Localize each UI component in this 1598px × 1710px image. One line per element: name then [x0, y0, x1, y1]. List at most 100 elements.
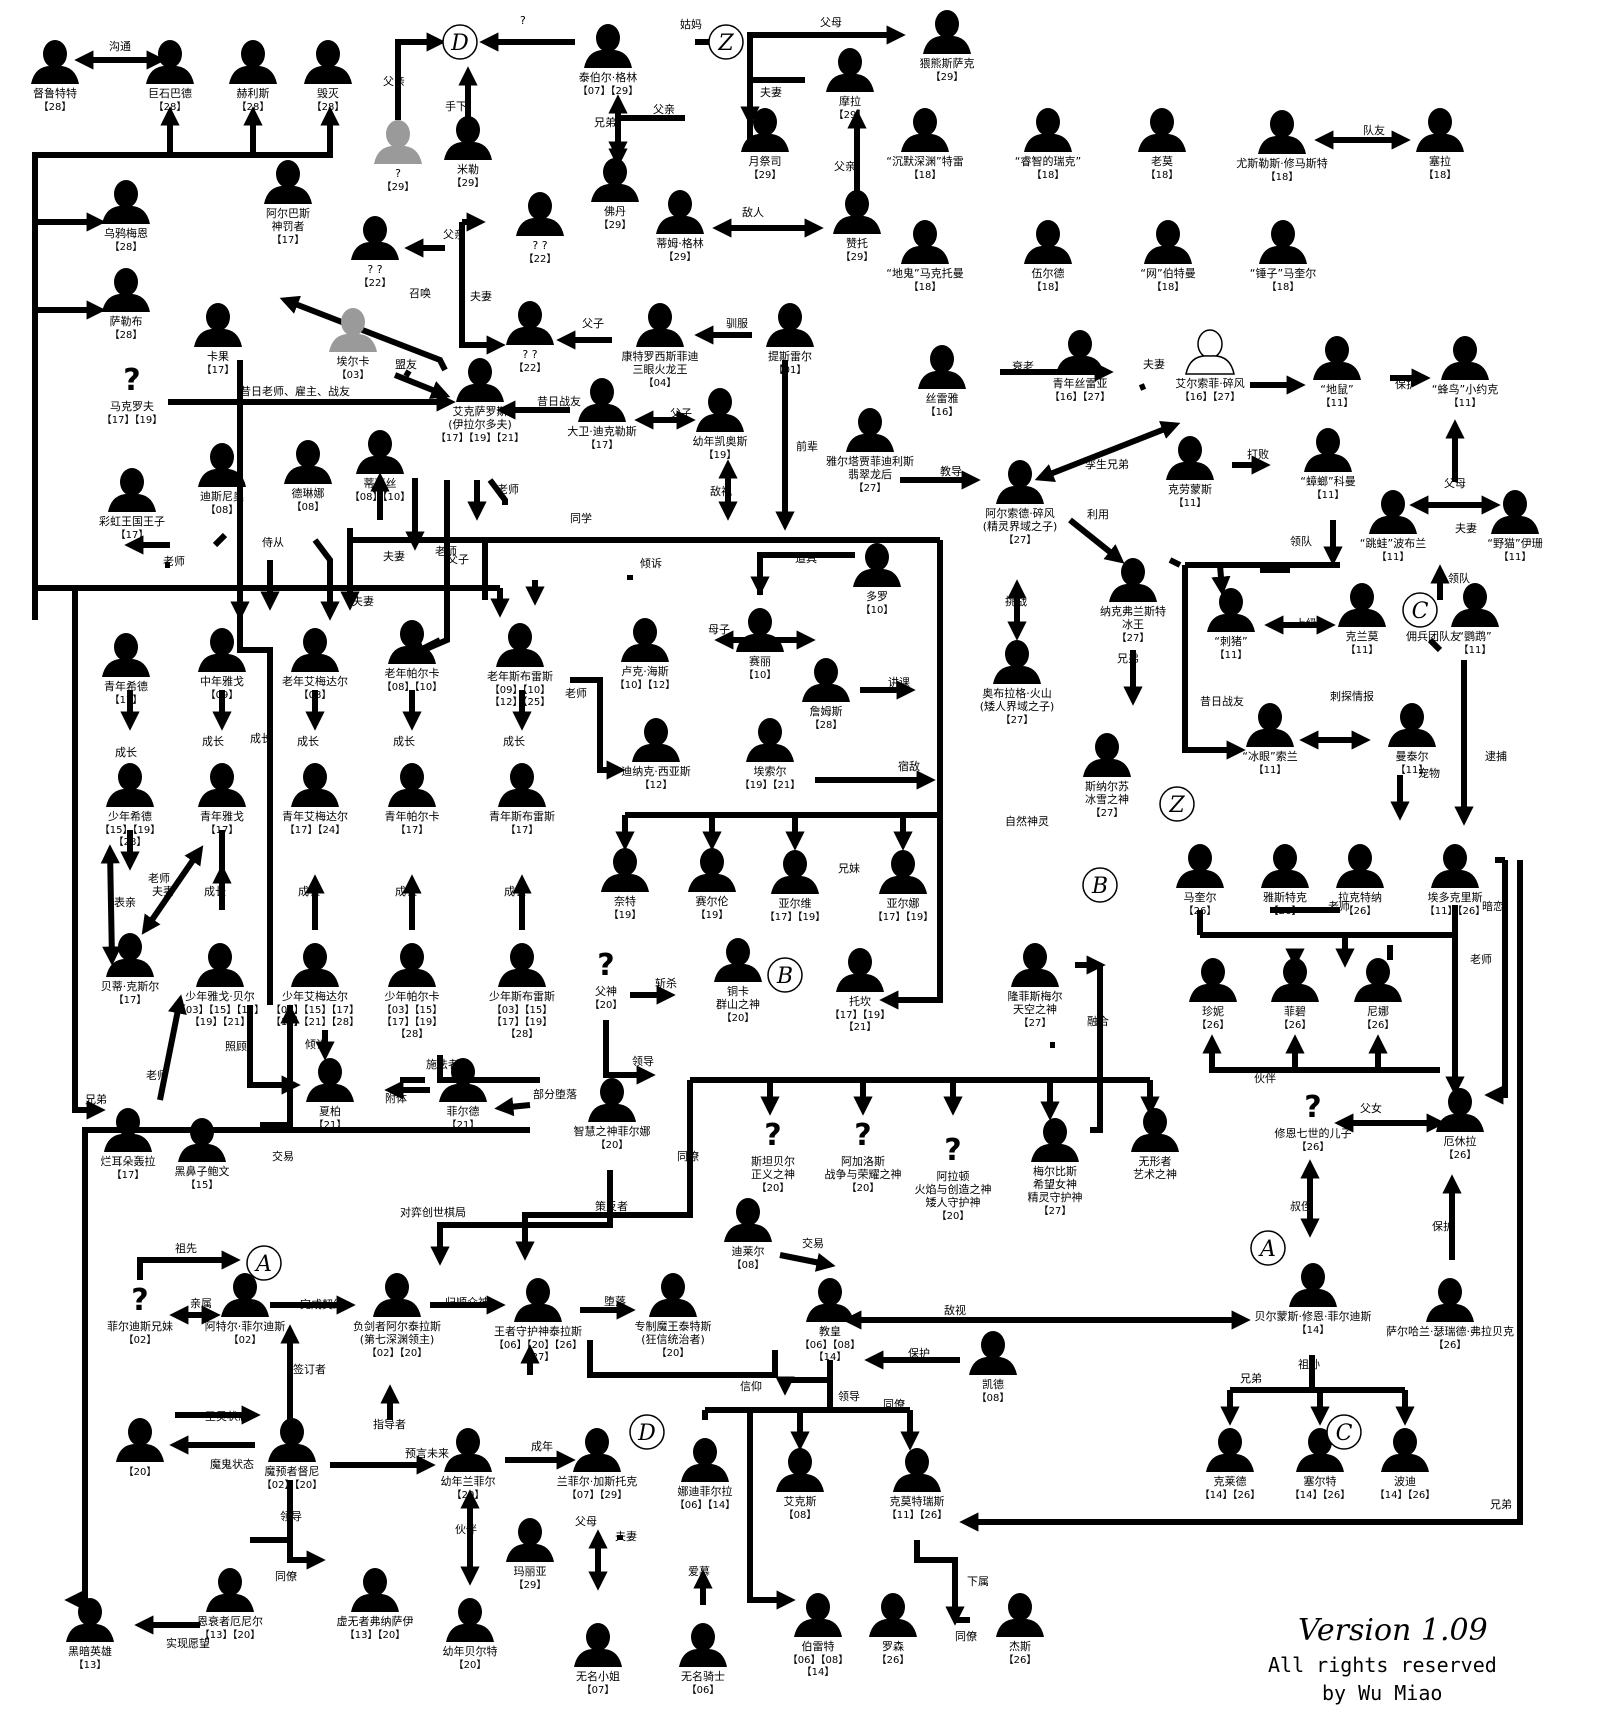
episode-tags: 【15】	[186, 1179, 219, 1191]
connection-label: 夫妻	[1143, 358, 1165, 371]
character-taibaier: 泰伯尔·格林【07】【29】	[578, 24, 638, 97]
character-silhouette-icon	[1011, 943, 1059, 987]
connection-label: 上级	[1295, 617, 1317, 630]
character-yaerna: 亚尔娜【17】【19】	[873, 850, 933, 923]
connection-label: 祖孙	[1298, 1357, 1320, 1371]
connection-line	[780, 1255, 830, 1265]
character-aiduoli: 埃多克里斯【11】【26】	[1425, 844, 1485, 917]
character-aikesi: 艾克斯【08】	[776, 1448, 824, 1521]
connection-label: 父亲	[653, 102, 675, 116]
character-silhouette-icon	[1166, 436, 1214, 480]
connection-label: 打败	[1247, 447, 1269, 461]
character-name: 大卫·迪克勒斯	[567, 424, 637, 438]
character-silhouette-icon	[304, 40, 352, 84]
character-name: 罗森	[882, 1639, 904, 1653]
character-silhouette-icon	[1426, 1278, 1474, 1322]
episode-tags: 【27】	[854, 482, 887, 494]
character-kangte: 康特罗西斯菲迪三眼火龙王【04】	[622, 303, 699, 389]
character-zhuanzhi: 专制魔王泰特斯(狂信统治者)【20】	[635, 1273, 712, 1359]
character-name: “鹦鹉”	[1458, 629, 1491, 643]
character-ciyou: “刺猪”【11】	[1207, 588, 1255, 661]
episode-tags: 【28】	[237, 101, 270, 113]
character-silhouette-icon	[766, 303, 814, 347]
character-name: 兰菲尔·加斯托克	[557, 1474, 638, 1488]
character-saierlun: 赛尔伦【19】	[688, 848, 736, 921]
episode-tags: 【03】【15】	[492, 1004, 552, 1016]
episode-tags: 【14】【26】	[1290, 1489, 1350, 1501]
letter-badge-label: D	[637, 1421, 656, 1446]
character-name: “蜂鸟”小约克	[1432, 382, 1498, 396]
character-mile: 米勒【29】	[444, 116, 492, 189]
connection-label: 父子	[582, 317, 604, 330]
connection-label: 成长	[298, 885, 320, 898]
character-tiaowa: “跳蛙”波布兰【11】	[1360, 490, 1426, 563]
character-silhouette-icon	[632, 718, 680, 762]
svg-text:?: ?	[854, 1118, 871, 1153]
character-beiermeng: 贝尔蒙斯·修恩·菲尔迪斯【14】	[1255, 1263, 1372, 1336]
character-name: 曼泰尔	[1396, 749, 1429, 763]
connection-line	[405, 372, 410, 375]
episode-tags: 【18】	[1146, 169, 1179, 181]
connection-label: 父亲	[834, 159, 856, 173]
connection-label: 照顾	[225, 1040, 247, 1053]
episode-tags: 【03】【15】【17】	[271, 1004, 359, 1016]
character-sailiya: 赛丽【10】	[736, 608, 784, 681]
character-name: 幼年贝尔特	[443, 1644, 498, 1658]
character-silhouette-icon	[306, 1058, 354, 1102]
episode-tags: 【16】	[926, 406, 959, 418]
character-name: 正义之神	[751, 1167, 795, 1181]
character-enaizhe: 恩衰者厄尼尔【13】【20】	[197, 1568, 263, 1641]
connection-label: 策反者	[595, 1199, 628, 1213]
character-name: ? ?	[367, 263, 382, 276]
episode-tags: 【22】	[359, 277, 392, 289]
character-name: 恩衰者厄尼尔	[197, 1614, 263, 1628]
connection-label: 领队	[1290, 534, 1312, 548]
connection-label: 完成契约	[300, 1297, 344, 1311]
episode-tags: 【20】	[124, 1466, 157, 1478]
character-silhouette-icon	[993, 640, 1041, 684]
connection-label: 利用	[1087, 508, 1109, 521]
letter-badge-label: D	[450, 31, 469, 56]
character-aisuoer: 埃索尔【19】【21】	[740, 718, 800, 791]
character-sn_yage: 少年雅戈·贝尔【03】【15】【17】【19】【21】	[176, 943, 264, 1028]
character-yaerwei: 亚尔维【17】【19】	[765, 850, 825, 923]
character-silhouette-icon	[776, 1448, 824, 1492]
character-zhanmusi: 詹姆斯【28】	[802, 658, 850, 731]
connection-label: 侍从	[262, 536, 284, 549]
character-name: 老年斯布雷斯	[487, 669, 553, 683]
episode-tags: 【08】	[732, 1259, 765, 1271]
connection-label: 归顺众神	[445, 1295, 489, 1309]
connection-label: 母子	[708, 623, 730, 636]
connection-label: 老师	[146, 1069, 168, 1082]
character-name: 神罚者	[272, 219, 305, 233]
character-name: 伯雷特	[802, 1639, 835, 1653]
character-saerhala: 萨尔哈兰·瑟瑞德·弗拉贝克【26】	[1386, 1278, 1514, 1351]
episode-tags: 【19】【21】【28】	[271, 1016, 359, 1028]
character-name: 克劳蒙斯	[1168, 483, 1212, 496]
letter-badge-a-icon: A	[1251, 1231, 1285, 1265]
character-name: 群山之神	[716, 997, 760, 1011]
episode-tags: 【03】	[337, 369, 370, 381]
character-name: 卢克·海斯	[621, 664, 669, 678]
character-name: 迪纳克·西亚斯	[621, 765, 691, 778]
episode-tags: 【26】	[1362, 1019, 1395, 1031]
connection-label: 道具	[795, 551, 817, 565]
episode-tags: 【06】【08】	[788, 1654, 848, 1666]
connection-label: 兄弟	[85, 1093, 107, 1106]
character-name: 阿加洛斯	[841, 1154, 885, 1168]
connection-label: 融合	[1087, 1014, 1109, 1028]
connection-label: 孪生兄弟	[1085, 457, 1129, 471]
question-mark-icon: ?	[764, 1118, 781, 1153]
character-name: (矮人界域之子)	[980, 699, 1055, 713]
character-name: 虚无者弗纳萨伊	[337, 1614, 414, 1628]
episode-tags: 【19】	[609, 909, 642, 921]
character-silhouette-icon	[1206, 1428, 1254, 1472]
connection-line	[1090, 965, 1100, 1130]
character-silhouette-icon	[351, 1568, 399, 1612]
character-dishu: “地鼠”【11】	[1313, 336, 1361, 409]
svg-text:?: ?	[944, 1133, 961, 1168]
character-luosen: 罗森【26】	[869, 1593, 917, 1666]
character-name: 少年帕尔卡	[385, 989, 440, 1003]
episode-tags: 【15】【19】	[100, 824, 160, 836]
character-name: 贝蒂·克斯尔	[101, 980, 160, 993]
